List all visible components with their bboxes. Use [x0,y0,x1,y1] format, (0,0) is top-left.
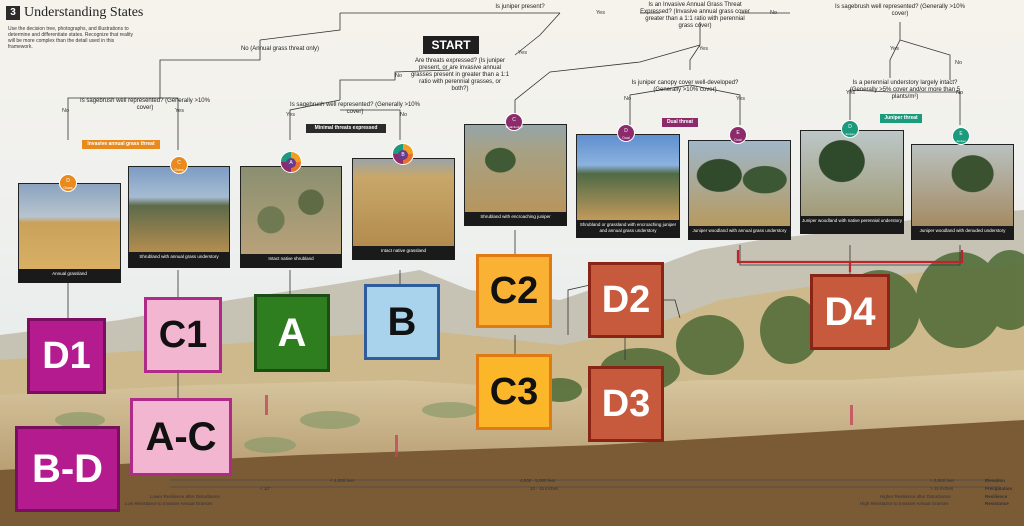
no-label: No [62,108,70,114]
section-number: 3 [6,6,20,20]
state-box-a-c: A-C [130,398,232,476]
precip-high: > 15 inches [930,486,954,491]
state-box-c1: C1 [144,297,222,373]
elevation-mid: 4,000 - 5,000 feet [520,478,556,483]
sagebrush-right-question: Is sagebrush well represented? (Generall… [835,4,965,17]
yes-label: Yes [890,46,899,52]
state-box-b: B [364,284,440,360]
sagebrush-left-question: Is sagebrush well represented? (Generall… [80,98,210,111]
state-box-c2: C2 [476,254,552,328]
state-box-b-d: B-D [15,426,120,512]
threats-question: Are threats expressed? (Is juniper prese… [410,58,510,92]
photo-encroaching-juniper-annual-grass [576,134,680,222]
canopy-question: Is juniper canopy cover well-developed? … [631,80,739,93]
no-label: No [400,112,408,118]
panel-caption: Juniper woodland with annual grass under… [688,226,791,240]
resistance-high: High Resistance to Invasive Annual Grass… [860,501,949,506]
photo-juniper-woodland-annual-grass [688,140,791,228]
dual-threat-tag: Dual threat [662,118,698,127]
header-description: Use the decision tree, photographs, and … [8,26,133,50]
state-box-d3: D3 [588,366,664,442]
state-box-d4: D4 [810,274,890,350]
invasive-question: Is an Invasive Annual Grass Threat Expre… [640,2,750,29]
precip-mid: 10 - 15 inches [530,486,559,491]
yes-label: Yes [736,96,745,102]
juniper-question: Is juniper present? [495,4,545,10]
yes-label: Yes [699,46,708,52]
photo-annual-grassland [18,183,121,271]
precip-low: < 10" [260,486,271,491]
elevation-low: < 4,000 feet [330,478,354,483]
juniper-threat-tag: Juniper threat [880,114,922,123]
yes-label: Yes [596,10,605,16]
state-badge: B [392,143,414,165]
yes-label: Yes [846,90,855,96]
panel-caption: Juniper woodland with denuded understory [911,226,1014,240]
resilience-high: Higher Resilience after Disturbance [880,494,951,499]
page-title: Understanding States [24,5,144,20]
no-label: No [956,90,964,96]
panel-caption: Intact native shrubland [240,254,342,268]
precip-label: Precipitation [985,486,1013,491]
resilience-low: Lower Resilience after Disturbance [150,494,220,499]
invasive-threat-tag: Invasive annual grass threat [82,140,160,149]
minimal-threat-tag: Minimal threats expressed [306,124,386,133]
photo-shrubland-annual-understory [128,166,230,254]
photo-intact-native-grassland [352,158,455,248]
state-box-c3: C3 [476,354,552,430]
yes-label: Yes [286,112,295,118]
panel-caption: Intact native grassland [352,246,455,260]
understory-question: Is a perennial understory largely intact… [849,80,961,100]
start-label: START [423,36,479,54]
photo-juniper-woodland-denuded [911,144,1014,228]
state-badge: A [280,151,302,173]
state-box-a: A [254,294,330,372]
state-box-d2: D2 [588,262,664,338]
photo-shrubland-encroaching-juniper [464,124,567,214]
sagebrush-mid-question: Is sagebrush well represented? (Generall… [290,102,420,115]
panel-caption: Shrubland or grassland with encroaching … [576,220,680,238]
resistance-label: Resistance [985,501,1009,506]
no-label: No [395,73,403,79]
photo-juniper-woodland-native-understory [800,130,904,218]
state-box-d1: D1 [27,318,106,394]
annual-only-label: No (Annual grass threat only) [240,46,320,52]
panel-caption: Juniper woodland with native perennial u… [800,216,904,234]
elevation-high: > 5,500 feet [930,478,954,483]
yes-label: Yes [175,108,184,114]
panel-caption: Annual grassland [18,269,121,283]
elevation-label: Elevation [985,478,1006,483]
yes-label: Yes [518,50,527,56]
no-label: No [624,96,632,102]
panel-caption: Shrubland with annual grass understory [128,252,230,268]
photo-intact-native-shrubland [240,166,342,256]
resilience-label: Resilience [985,494,1008,499]
no-label: No [955,60,963,66]
panel-caption: Shrubland with encroaching juniper [464,212,567,226]
resistance-low: Low Resistance to Invasive Annual Grasse… [125,501,213,506]
no-label: No [770,10,778,16]
